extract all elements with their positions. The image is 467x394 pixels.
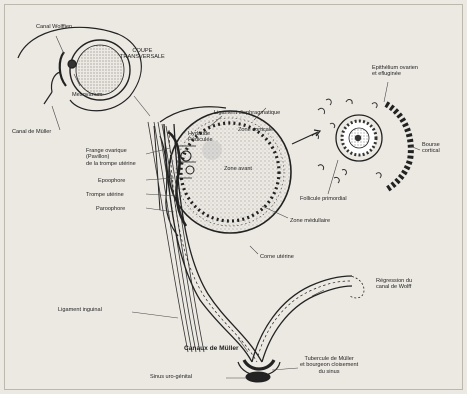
label-frange-ovarique: Frange ovarique (Pavillon) de la trompe … xyxy=(86,148,136,167)
label-canaux-muller: Canaux de Müller xyxy=(184,346,239,352)
label-zone-corticale: Zone corticale xyxy=(238,127,273,133)
label-trompe-uterine: Trompe utérine xyxy=(86,192,124,198)
label-zone-avant: Zone avant xyxy=(224,166,252,172)
label-mesovarium: Mesovarium xyxy=(72,92,102,98)
label-ligament-diaphragmatique: Ligament diaphragmatique xyxy=(214,110,280,116)
label-paroophore: Paroophore xyxy=(96,206,125,212)
label-follicule-primordial: Follicule primordial xyxy=(300,196,347,202)
label-hydatide: Hydatide Pédiculée xyxy=(188,131,213,144)
label-tubercule-muller: Tubercule de Müller et bourgeon cloiseme… xyxy=(300,356,358,375)
label-bourse-cortical: Bourse cortical xyxy=(422,142,440,155)
label-canal-muller-top: Canal de Müller xyxy=(12,129,51,135)
label-regression-canal-wolff: Régression du canal de Wolff xyxy=(376,278,412,291)
label-epoophore: Epoophore xyxy=(98,178,125,184)
label-ligament-inguinal: Ligament inguinal xyxy=(58,307,102,313)
label-epithelium-ovarien: Epithélium ovarien et efluginée xyxy=(372,65,418,78)
label-corne-uterine: Corne utérine xyxy=(260,254,294,260)
label-canal-wolff: Canal Wolffien xyxy=(36,24,72,30)
label-sinus-uro-genital: Sinus uro-génital xyxy=(150,374,192,380)
follicle-detail xyxy=(292,99,411,190)
label-zone-medullaire: Zone médullaire xyxy=(290,218,330,224)
label-coupe-transversale: COUPE TRANSVERSALE xyxy=(120,48,165,61)
